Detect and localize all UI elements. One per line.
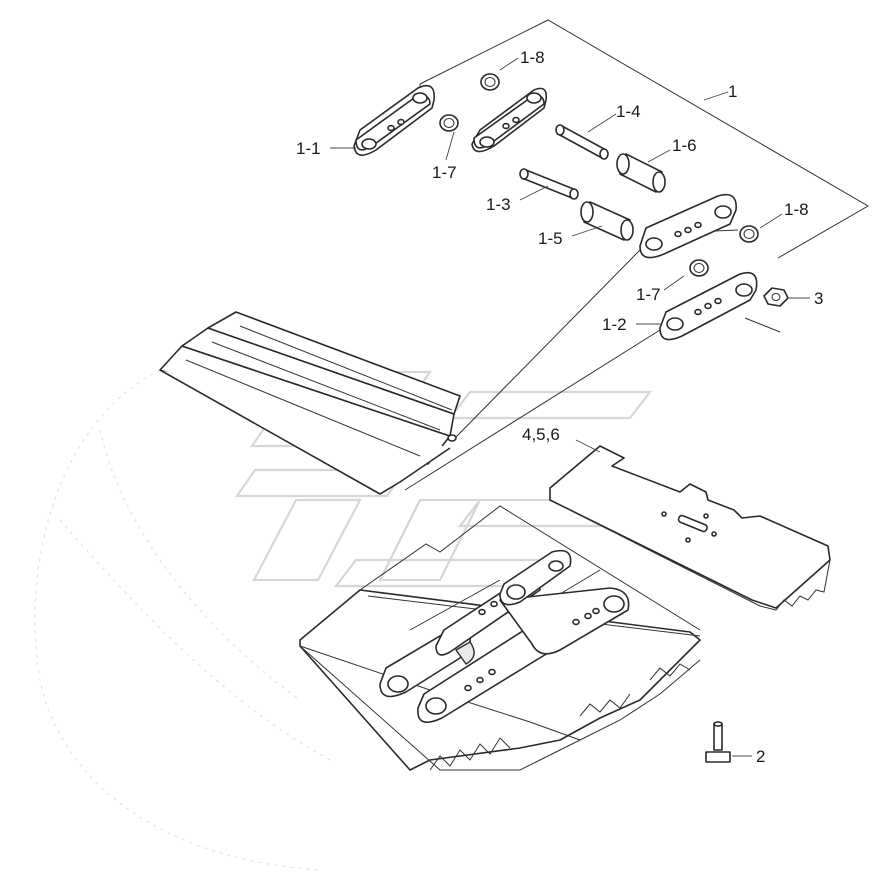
label-1-8-right: 1-8 <box>784 200 809 219</box>
label-2: 2 <box>756 747 765 766</box>
link-1-2 <box>659 271 758 341</box>
label-1-2: 1-2 <box>602 315 627 334</box>
leader-lines <box>330 57 810 757</box>
link-1-1 <box>353 84 435 156</box>
label-1-4: 1-4 <box>616 102 641 121</box>
track-shoe-plate-4-5-6 <box>549 445 831 611</box>
seal-1-7-right <box>689 259 709 277</box>
callout-labels: 1 1-1 1-8 1-7 1-4 1-3 1-6 1-5 1-8 1-7 1-… <box>296 48 823 766</box>
bushing-1-5 <box>580 201 634 241</box>
label-1-3: 1-3 <box>486 195 511 214</box>
explosion-guide-lines <box>404 229 781 491</box>
nut-3 <box>763 287 789 307</box>
pin-1-3 <box>519 168 579 200</box>
label-1-8-top: 1-8 <box>520 48 545 67</box>
label-1-6: 1-6 <box>672 136 697 155</box>
assembled-track-chain <box>299 505 701 771</box>
link-1-1-second <box>471 87 548 153</box>
label-4-5-6: 4,5,6 <box>522 425 560 444</box>
bushing-1-6 <box>616 153 666 193</box>
seal-1-8-right <box>739 225 759 243</box>
bolt-2 <box>705 721 731 763</box>
label-1-7-right: 1-7 <box>636 285 661 304</box>
label-1-1: 1-1 <box>296 139 321 158</box>
pin-1-4 <box>555 124 609 160</box>
label-1-7-top: 1-7 <box>432 163 457 182</box>
track-shoe-side-view <box>159 311 461 495</box>
seal-1-8-top <box>480 73 500 91</box>
label-1-5: 1-5 <box>538 229 563 248</box>
seal-1-7-top <box>439 114 459 132</box>
label-3: 3 <box>814 289 823 308</box>
link-right-upper <box>639 193 737 259</box>
label-1: 1 <box>728 82 737 101</box>
background-ghost-outline <box>34 369 331 871</box>
